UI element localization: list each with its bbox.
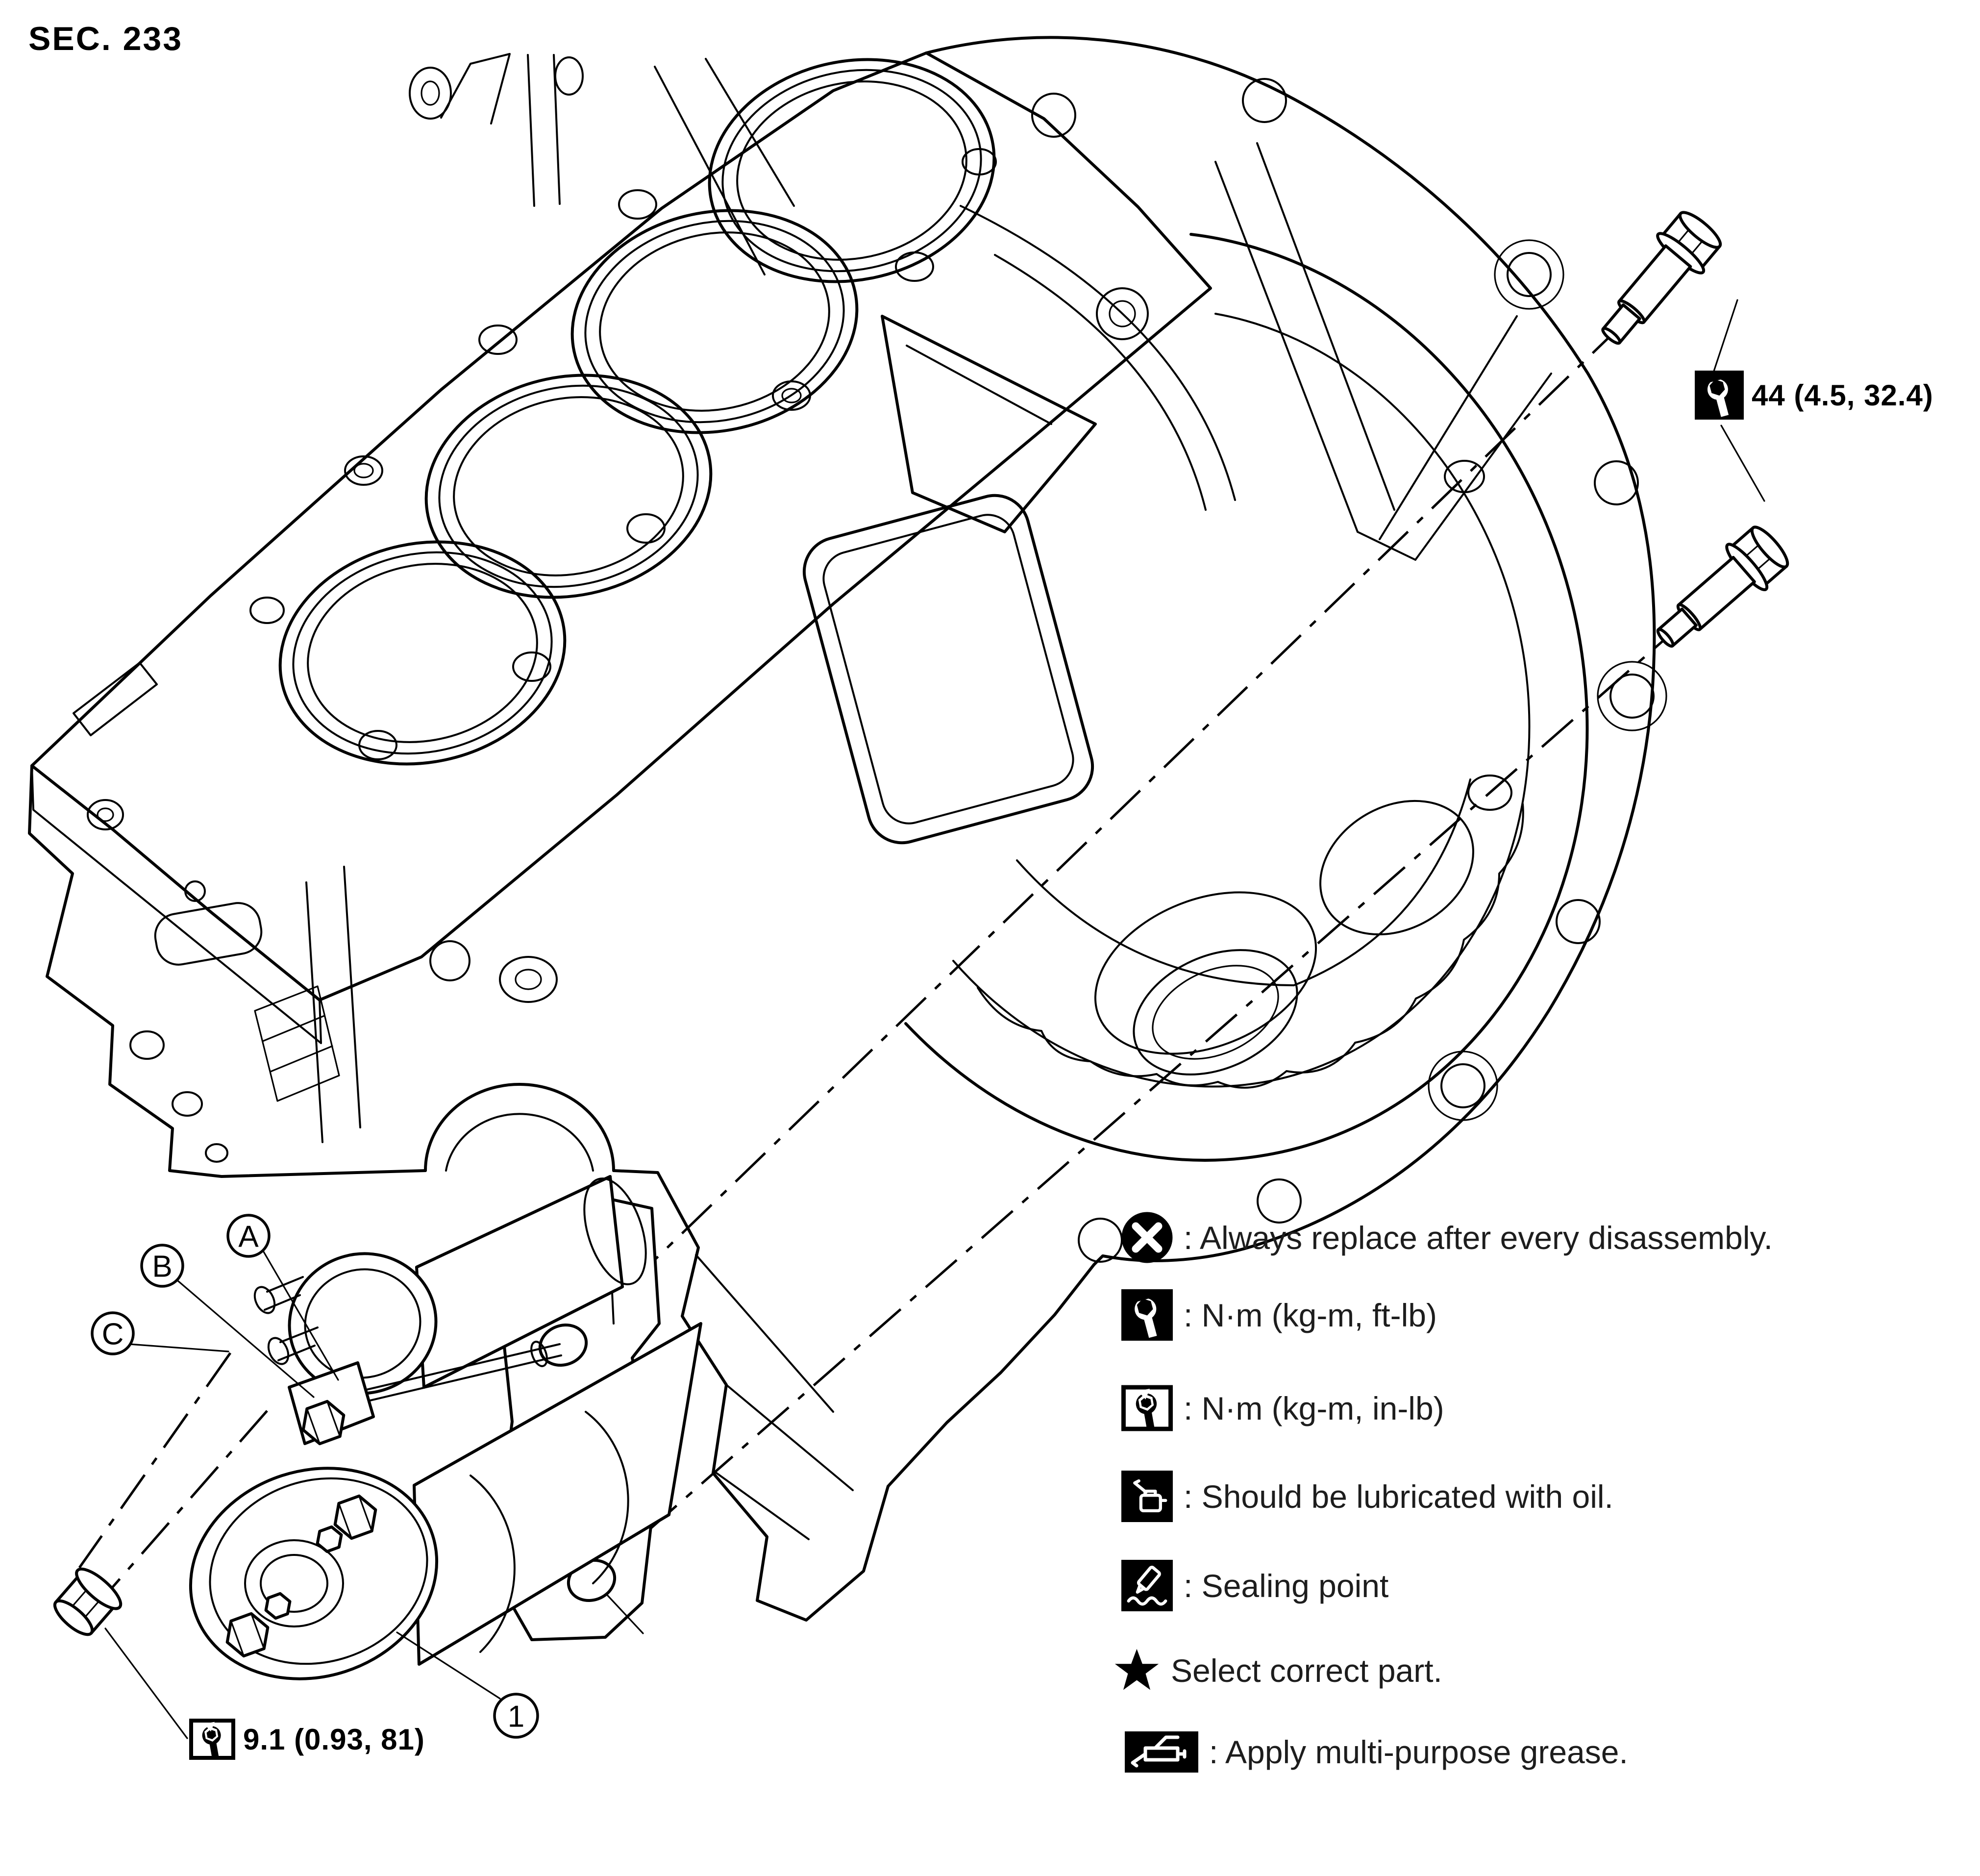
callout-1-label: 1 bbox=[508, 1700, 524, 1733]
torque-value-bolts: 44 (4.5, 32.4) bbox=[1752, 378, 1933, 412]
deck-bolt-holes bbox=[249, 148, 997, 760]
callout-b-label: B bbox=[152, 1250, 172, 1283]
legend-text-select-part: Select correct part. bbox=[1171, 1652, 1442, 1689]
legend-row-torque-in-lb: : N·m (kg-m, in-lb) bbox=[1121, 1382, 1444, 1434]
leader-callout-b bbox=[176, 1279, 315, 1398]
cylinder-bores bbox=[278, 58, 996, 766]
cylinder-block-deck bbox=[30, 51, 1212, 1044]
timing-end-details bbox=[409, 53, 795, 275]
legend-row-oil: : Should be lubricated with oil. bbox=[1121, 1471, 1613, 1522]
callout-c-label: C bbox=[102, 1317, 124, 1351]
cylinder-bore-2 bbox=[424, 374, 713, 599]
starter-bolt-axis-1 bbox=[78, 1352, 232, 1569]
nm-ft-lb-icon bbox=[1695, 371, 1744, 420]
oil-icon bbox=[1121, 1471, 1173, 1522]
engine-block bbox=[28, 36, 1667, 1622]
block-side-window bbox=[802, 494, 1094, 845]
legend-text-grease: : Apply multi-purpose grease. bbox=[1209, 1734, 1628, 1770]
star-icon bbox=[1114, 1647, 1160, 1694]
leader-lines bbox=[104, 299, 1765, 1739]
legend-text-torque-in-lb: : N·m (kg-m, in-lb) bbox=[1184, 1390, 1444, 1426]
leader-callout-1 bbox=[396, 1631, 501, 1700]
flange-nut bbox=[53, 1567, 123, 1636]
torque-spec-bolts: 44 (4.5, 32.4) bbox=[1695, 371, 1933, 420]
bellhousing bbox=[802, 36, 1667, 1266]
callout-a-label: A bbox=[238, 1220, 259, 1253]
legend-row-grease: : Apply multi-purpose grease. bbox=[1125, 1727, 1628, 1776]
callout-a: A bbox=[226, 1214, 271, 1258]
legend-text-torque-ft-lb: : N·m (kg-m, ft-lb) bbox=[1184, 1297, 1437, 1333]
legend-row-select-part: Select correct part. bbox=[1114, 1647, 1442, 1694]
legend-row-sealing: : Sealing point bbox=[1121, 1560, 1388, 1611]
torque-spec-nut: 9.1 (0.93, 81) bbox=[189, 1719, 425, 1760]
legend-text-replace: : Always replace after every disassembly… bbox=[1184, 1219, 1773, 1256]
leader-torque-nut bbox=[104, 1627, 188, 1739]
block-front-face bbox=[28, 764, 1095, 1622]
leader-callout-a bbox=[262, 1250, 339, 1381]
cylinder-bore-3 bbox=[570, 209, 859, 434]
legend-row-replace: : Always replace after every disassembly… bbox=[1121, 1212, 1773, 1263]
legend-text-sealing: : Sealing point bbox=[1184, 1567, 1389, 1604]
mounting-bolt-upper bbox=[1601, 211, 1722, 345]
starter-bolt-axis-2 bbox=[110, 1410, 268, 1590]
torque-value-nut: 9.1 (0.93, 81) bbox=[243, 1723, 425, 1756]
leader-torque-bolt-lower bbox=[1720, 425, 1765, 502]
legend-row-torque-ft-lb: : N·m (kg-m, ft-lb) bbox=[1121, 1289, 1437, 1341]
torque-in-lb-icon bbox=[1121, 1382, 1173, 1434]
bellhousing-bolt-ears bbox=[1031, 78, 1667, 1263]
callout-part-1: 1 bbox=[493, 1693, 539, 1739]
sealing-icon bbox=[1121, 1560, 1173, 1611]
grease-icon bbox=[1125, 1727, 1198, 1776]
torque-ft-lb-icon bbox=[1121, 1289, 1173, 1341]
starter-motor bbox=[189, 1175, 702, 1680]
mounting-bolt-lower bbox=[1656, 525, 1789, 648]
replace-icon bbox=[1121, 1212, 1173, 1263]
bolt-axis-upper bbox=[568, 324, 1623, 1344]
section-title: SEC. 233 bbox=[28, 20, 183, 57]
starter-bolt-hole-lower bbox=[1467, 775, 1512, 811]
cylinder-bore-4 bbox=[708, 58, 996, 283]
starter-mounting-bolts bbox=[1601, 211, 1789, 648]
callout-c: C bbox=[91, 1311, 135, 1355]
leader-callout-c bbox=[128, 1343, 229, 1352]
nm-in-lb-icon bbox=[189, 1719, 235, 1760]
cylinder-bore-1 bbox=[278, 540, 567, 766]
callout-b: B bbox=[140, 1244, 184, 1288]
starter-bolt-hole-upper bbox=[1444, 460, 1485, 493]
starter-bolts bbox=[225, 1361, 377, 1658]
starter-solenoid bbox=[253, 1175, 647, 1409]
legend-text-oil: : Should be lubricated with oil. bbox=[1184, 1478, 1613, 1515]
leader-torque-bolt-upper bbox=[1712, 299, 1738, 374]
